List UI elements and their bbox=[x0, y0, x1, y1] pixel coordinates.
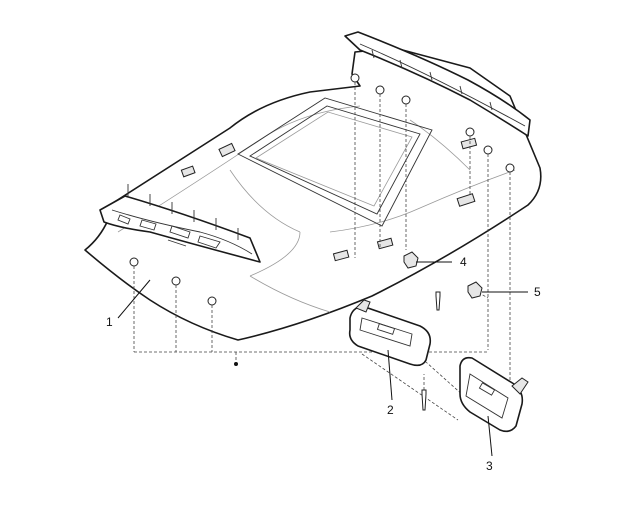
sunroof-opening bbox=[237, 97, 433, 227]
callout-2: 2 bbox=[387, 403, 394, 417]
callout-1: 1 bbox=[106, 315, 113, 329]
visor-retainer-clip-5 bbox=[467, 281, 483, 299]
rear-roof-rail bbox=[344, 31, 531, 137]
visor-retainer-clip-4 bbox=[403, 251, 419, 269]
callout-4: 4 bbox=[460, 255, 467, 269]
grab-handle-brackets bbox=[180, 137, 478, 262]
callout-leaders bbox=[117, 261, 528, 457]
roof-headlining bbox=[84, 47, 542, 341]
sun-visor-left bbox=[348, 299, 432, 367]
screws bbox=[234, 291, 441, 411]
callout-5: 5 bbox=[534, 285, 541, 299]
callout-3: 3 bbox=[486, 459, 493, 473]
callout-labels: 1 2 3 4 5 bbox=[106, 255, 541, 473]
sun-visor-right bbox=[459, 356, 529, 433]
front-roof-rail bbox=[99, 184, 261, 263]
